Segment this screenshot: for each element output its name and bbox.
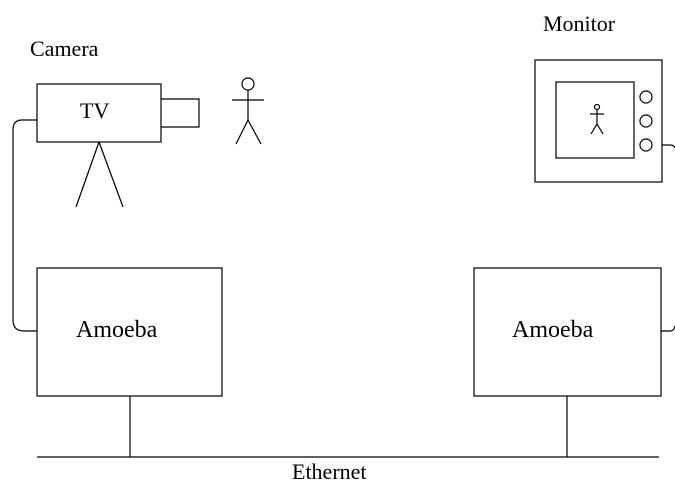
camera-body-label: TV xyxy=(80,98,109,123)
camera-cable xyxy=(12,119,37,332)
camera-label: Camera xyxy=(30,36,99,61)
camera-tripod xyxy=(75,141,124,208)
monitor-knobs xyxy=(639,90,653,152)
monitor-cable xyxy=(662,144,675,149)
person-figure xyxy=(232,77,264,145)
monitor-case xyxy=(534,59,663,183)
ethernet-label: Ethernet xyxy=(292,459,367,484)
camera-lens xyxy=(161,98,200,128)
amoeba-right-cable xyxy=(661,325,675,332)
monitor-screen xyxy=(555,81,635,159)
monitor-screen-figure xyxy=(590,103,604,135)
amoeba-right-label: Amoeba xyxy=(512,317,594,343)
amoeba-left-label: Amoeba xyxy=(76,317,158,343)
monitor-label: Monitor xyxy=(543,11,616,36)
